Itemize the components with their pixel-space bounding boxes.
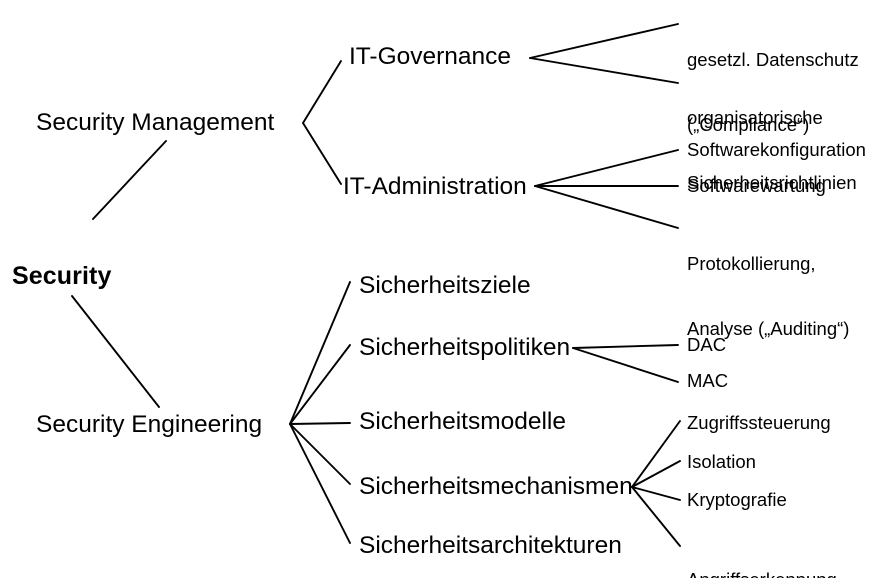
edge-sicherheitsmechanismen-to-isolation — [631, 460, 681, 488]
leaf-mac[interactable]: MAC — [687, 370, 729, 391]
node-security-engineering[interactable]: Security Engineering — [36, 411, 263, 438]
node-sicherheitsziele[interactable]: Sicherheitsziele — [359, 272, 531, 299]
leaf-kryptografie[interactable]: Kryptografie — [687, 489, 787, 510]
leaf-dac[interactable]: DAC — [687, 334, 727, 355]
leaf-protokollierung-analyse[interactable]: Protokollierung, Analyse („Auditing“) — [687, 209, 849, 384]
edge-sicherheitspolitiken-to-mac — [572, 347, 679, 383]
edge-it-governance-to-organisatorische-sicherheitsrichtlinien — [529, 57, 679, 84]
edge-security-to-security-management — [92, 140, 167, 220]
node-sicherheitsmodelle[interactable]: Sicherheitsmodelle — [359, 408, 566, 435]
node-security-root[interactable]: Security — [12, 262, 112, 290]
edge-security-engineering-to-sicherheitspolitiken — [289, 344, 351, 425]
edge-security-engineering-to-sicherheitsarchitekturen — [289, 423, 351, 544]
leaf-angriffserkennung[interactable]: Angriffserkennung (Intrusion Detection) — [687, 525, 854, 578]
leaf-softwarekonfiguration[interactable]: Softwarekonfiguration — [687, 139, 866, 160]
leaf-organisatorische-sicherheitsrichtlinien[interactable]: organisatorische Sicherheitsrichtlinien — [687, 63, 857, 238]
edge-it-administration-to-softwarekonfiguration — [534, 149, 679, 187]
leaf-line-2: („Compliance“) — [687, 114, 810, 136]
leaf-isolation[interactable]: Isolation — [687, 451, 756, 472]
edge-it-governance-to-gesetzl-datenschutz — [529, 23, 679, 59]
leaf-softwarewartung[interactable]: Softwarewartung — [687, 175, 826, 196]
leaf-gesetzl-datenschutz[interactable]: gesetzl. Datenschutz („Compliance“) — [687, 5, 859, 180]
edge-security-engineering-to-sicherheitsziele — [289, 281, 351, 425]
node-it-administration[interactable]: IT-Administration — [343, 173, 527, 200]
edge-sicherheitsmechanismen-to-angriffserkennung — [631, 486, 681, 547]
leaf-line-1: Angriffserkennung — [687, 569, 854, 578]
edge-security-to-security-engineering — [71, 295, 160, 408]
edge-security-management-to-it-administration — [302, 122, 342, 185]
edge-security-engineering-to-sicherheitsmodelle — [289, 422, 351, 425]
leaf-line-2: Sicherheitsrichtlinien — [687, 172, 857, 194]
leaf-line-1: gesetzl. Datenschutz — [687, 48, 859, 70]
leaf-zugriffssteuerung[interactable]: Zugriffssteuerung — [687, 412, 831, 433]
node-sicherheitsmechanismen[interactable]: Sicherheitsmechanismen — [359, 473, 633, 500]
node-sicherheitspolitiken[interactable]: Sicherheitspolitiken — [359, 334, 571, 361]
edge-sicherheitsmechanismen-to-kryptografie — [631, 486, 681, 501]
edge-security-management-to-it-governance — [302, 60, 342, 124]
node-sicherheitsarchitekturen[interactable]: Sicherheitsarchitekturen — [359, 532, 622, 559]
leaf-line-1: Protokollierung, — [687, 252, 816, 274]
node-it-governance[interactable]: IT-Governance — [349, 43, 512, 70]
edge-security-engineering-to-sicherheitsmechanismen — [289, 423, 351, 485]
leaf-line-2: Analyse („Auditing“) — [687, 318, 850, 340]
leaf-line-1: organisatorische — [687, 106, 823, 128]
edge-it-administration-to-protokollierung-analyse — [534, 185, 679, 229]
node-security-management[interactable]: Security Management — [36, 109, 275, 136]
edge-sicherheitspolitiken-to-dac — [572, 344, 679, 349]
edge-sicherheitsmechanismen-to-zugriffssteuerung — [631, 420, 681, 488]
